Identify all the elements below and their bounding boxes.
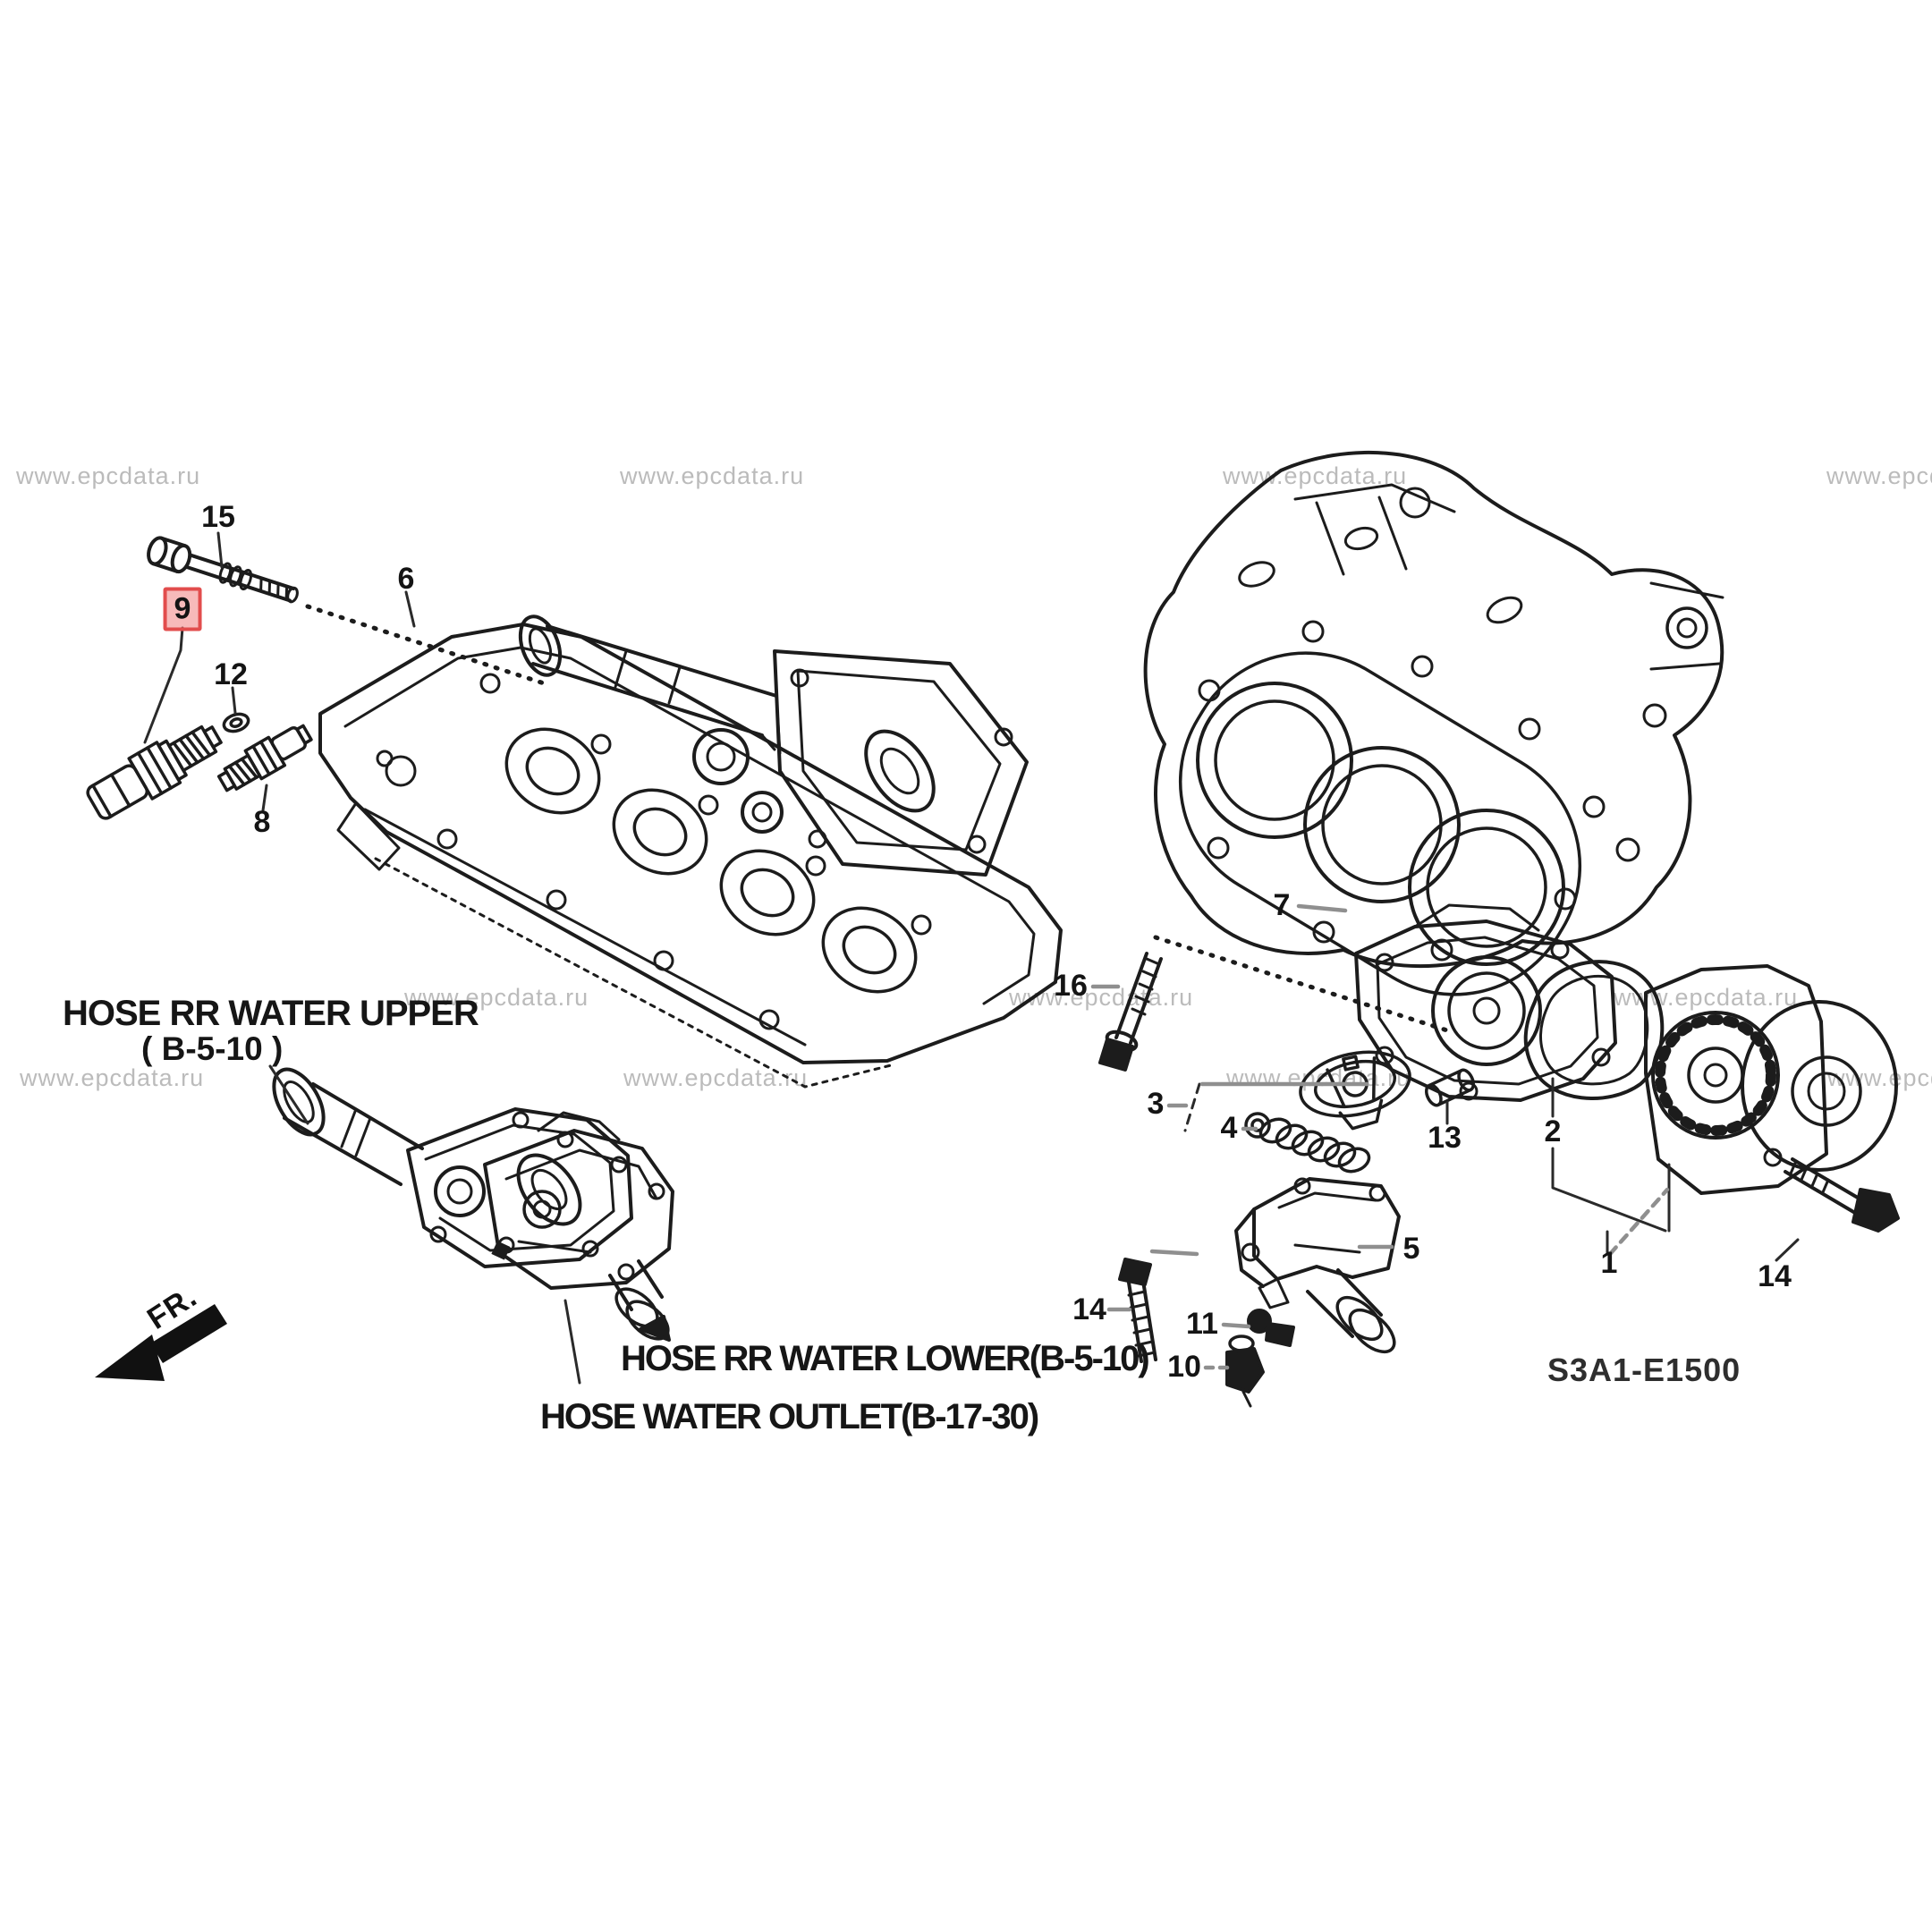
callout-13[interactable]: 13 — [1428, 1121, 1462, 1155]
callout-4[interactable]: 4 — [1220, 1111, 1238, 1145]
watermark-text: www.epcdata.ru — [1226, 1064, 1411, 1091]
callout-8[interactable]: 8 — [253, 805, 271, 839]
watermark-text: www.epcdata.ru — [1826, 462, 1932, 489]
callout-11[interactable]: 11 — [1186, 1307, 1218, 1341]
diagram-code: S3A1-E1500 — [1547, 1352, 1741, 1388]
part-14-bolt-left-drawing — [1118, 1258, 1157, 1363]
callout-16[interactable]: 16 — [1054, 969, 1088, 1003]
callout-1[interactable]: 1 — [1600, 1246, 1618, 1280]
label-hose-rr-water-lower: HOSE RR WATER LOWER(B-5-10) — [621, 1339, 1150, 1378]
callout-9-highlighted[interactable]: 9 — [163, 587, 202, 631]
part-13-pin-drawing — [1425, 1068, 1475, 1107]
watermark-text: www.epcdata.ru — [16, 462, 201, 489]
leader-lines-gray — [1090, 903, 1670, 1370]
watermark-text: www.epcdata.ru — [1223, 462, 1408, 489]
part-6-water-passage-drawing — [518, 614, 1029, 877]
watermark-text: www.epcdata.ru — [620, 462, 805, 489]
water-outlet-housing-drawing — [483, 1111, 674, 1342]
callout-12[interactable]: 12 — [214, 657, 248, 691]
part-5-joint-drawing — [1234, 1177, 1401, 1354]
callout-10[interactable]: 10 — [1167, 1350, 1201, 1384]
leader-lines — [143, 531, 1800, 1385]
part-15-alignment-dotted-line — [305, 604, 547, 686]
hose-rr-water-upper-housing-drawing — [272, 1067, 633, 1268]
part-16-alignment-dotted-line — [1153, 935, 1450, 1033]
callout-5[interactable]: 5 — [1402, 1232, 1420, 1266]
callout-14-right[interactable]: 14 — [1758, 1259, 1792, 1293]
watermark-text: www.epcdata.ru — [20, 1064, 205, 1091]
callout-15[interactable]: 15 — [201, 500, 235, 534]
part-2-gasket-drawing — [1523, 960, 1665, 1100]
callout-2[interactable]: 2 — [1544, 1114, 1562, 1148]
part-4-spring-drawing — [1244, 1112, 1371, 1174]
part-3-thermostat-drawing — [1299, 1050, 1411, 1131]
part-7-cover-drawing — [1354, 903, 1617, 1102]
part-10-drain-bolt-drawing — [1225, 1335, 1265, 1408]
part-16-bolt-drawing — [1098, 952, 1163, 1072]
callout-3[interactable]: 3 — [1147, 1087, 1165, 1121]
part-8-sensor-drawing — [216, 724, 313, 792]
engine-block-drawing — [1143, 450, 1724, 996]
watermark-text: www.epcdata.ru — [623, 1064, 809, 1091]
part-1-water-pump-drawing — [1644, 964, 1898, 1195]
part-15-bolt-drawing — [147, 536, 299, 604]
part-11-bolt-drawing — [1247, 1309, 1295, 1347]
part-9-sensor-drawing — [86, 724, 223, 820]
cylinder-head-drawing — [318, 623, 1063, 1089]
callout-14-left[interactable]: 14 — [1072, 1292, 1106, 1326]
part-12-washer-drawing — [222, 712, 250, 733]
part-14-bolt-right-drawing — [1784, 1157, 1900, 1233]
watermark-text: www.epcdata.ru — [404, 984, 589, 1011]
callout-7[interactable]: 7 — [1273, 888, 1291, 922]
callout-6[interactable]: 6 — [397, 562, 415, 596]
front-direction-arrow — [95, 1304, 227, 1381]
label-hose-rr-water-upper: HOSE RR WATER UPPER — [63, 994, 479, 1033]
label-hose-rr-water-upper-ref: ( B-5-10 ) — [141, 1030, 284, 1067]
label-hose-water-outlet: HOSE WATER OUTLET(B-17-30) — [540, 1397, 1039, 1436]
